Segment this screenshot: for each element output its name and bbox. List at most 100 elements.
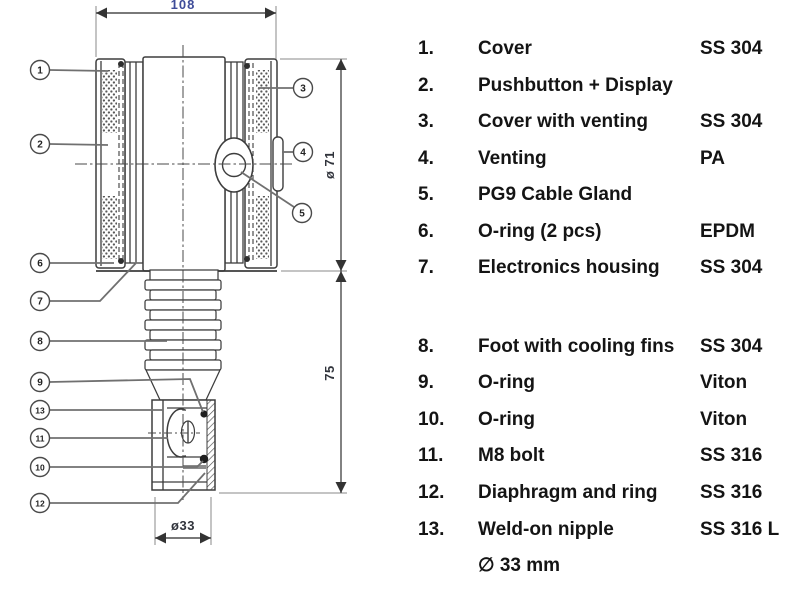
part-material: SS 304 (700, 335, 763, 357)
callout-leader-1 (49, 69, 109, 72)
part-material: Viton (700, 372, 748, 394)
part-number: 4. (418, 147, 434, 169)
callout-leader-2 (49, 143, 109, 146)
part-row-8: 8. Foot with cooling fins SS 304 (410, 329, 792, 366)
callout-leader-10 (50, 460, 204, 468)
part-number: 11. (418, 445, 444, 467)
knurl-pattern (102, 196, 117, 259)
part-material: SS 304 (700, 257, 763, 279)
knurl-pattern (256, 196, 269, 259)
callout-2: 2 (29, 133, 109, 155)
dimension-diameter-71: ø 71 (280, 58, 347, 272)
callout-number-3: 3 (300, 83, 306, 94)
callout-leader-9 (49, 378, 204, 413)
callout-number-4: 4 (300, 147, 306, 158)
callout-number-2: 2 (37, 139, 43, 150)
centerlines (75, 45, 292, 500)
part-material (700, 177, 792, 214)
part-number: 3. (418, 111, 434, 133)
callout-number-5: 5 (299, 208, 305, 219)
part-number: 10. (418, 408, 445, 430)
part-row-4: 4. Venting PA (410, 141, 792, 178)
callout-number-6: 6 (37, 258, 43, 269)
callout-circle-10 (29, 456, 51, 478)
callout-circle-7 (29, 290, 51, 312)
part-name: Diaphragm and ring (478, 482, 658, 504)
part-material (700, 68, 792, 105)
callout-circle-9 (29, 371, 51, 393)
dimension-width-108: 108 (95, 0, 277, 59)
part-name: Cover (478, 38, 532, 59)
part-name: Foot with cooling fins (478, 335, 675, 357)
callout-10: 10 (29, 456, 204, 478)
callout-number-1: 1 (37, 65, 43, 76)
dim-diameter-housing-label: ø 71 (322, 151, 337, 179)
callout-circle-6 (29, 252, 51, 274)
part-material: PA (700, 147, 725, 169)
callout-number-11: 11 (36, 433, 45, 443)
callout-12: 12 (29, 472, 206, 514)
dimension-diameter-33: ø33 (154, 497, 212, 545)
part-name: PG9 Cable Gland (478, 184, 633, 206)
callout-number-9: 9 (37, 377, 43, 388)
part-material: SS 316 (700, 445, 763, 467)
part-number: 13. (418, 518, 445, 540)
cable-gland (214, 137, 254, 193)
part-name: M8 bolt (478, 445, 545, 467)
part-number: 9. (418, 372, 434, 394)
part-number: 12. (418, 482, 445, 504)
part-name: O-ring (478, 408, 535, 430)
part-material: SS 304 (700, 38, 763, 59)
callout-leader-12 (50, 472, 206, 504)
knurl-pattern (256, 70, 269, 133)
part-number: 8. (418, 335, 434, 357)
part-material (700, 548, 792, 585)
callout-number-10: 10 (35, 462, 45, 472)
part-row-5: 5. PG9 Cable Gland (410, 177, 792, 214)
dimension-height-75: 75 (219, 271, 347, 494)
part-material: SS 304 (700, 111, 763, 133)
callout-circle-3 (292, 77, 314, 99)
part-number: 6. (418, 220, 434, 242)
callout-4: 4 (282, 141, 314, 163)
callout-number-13: 13 (35, 405, 45, 415)
part-number: 7. (418, 257, 434, 279)
callout-8: 8 (29, 330, 167, 352)
callout-leader-7 (50, 261, 138, 302)
part-material: Viton (700, 408, 748, 430)
part-number: 2. (418, 74, 434, 96)
callout-number-12: 12 (35, 498, 45, 508)
callout-circle-13 (29, 399, 51, 421)
callout-circle-8 (29, 330, 51, 352)
part-row-11: 11. M8 bolt SS 316 (410, 438, 792, 475)
part-material: SS 316 L (700, 518, 780, 540)
part-name: O-ring (478, 372, 535, 394)
callout-number-7: 7 (37, 296, 43, 307)
part-material: EPDM (700, 220, 755, 242)
o-ring-9-dot (200, 410, 208, 418)
callout-circle-2 (29, 133, 51, 155)
callout-5: 5 (240, 171, 313, 224)
part-name: Venting (478, 147, 547, 169)
foot-cooling-fins (144, 269, 222, 401)
part-name: Pushbutton + Display (478, 74, 673, 96)
part-number (410, 548, 478, 585)
callout-circle-12 (29, 492, 51, 514)
part-name: ∅ 33 mm (478, 555, 561, 577)
callout-1: 1 (29, 59, 109, 81)
callout-6: 6 (29, 252, 114, 274)
part-number: 5. (418, 184, 434, 206)
dim-width-label: 108 (171, 0, 196, 12)
part-name: O-ring (2 pcs) (478, 220, 602, 242)
